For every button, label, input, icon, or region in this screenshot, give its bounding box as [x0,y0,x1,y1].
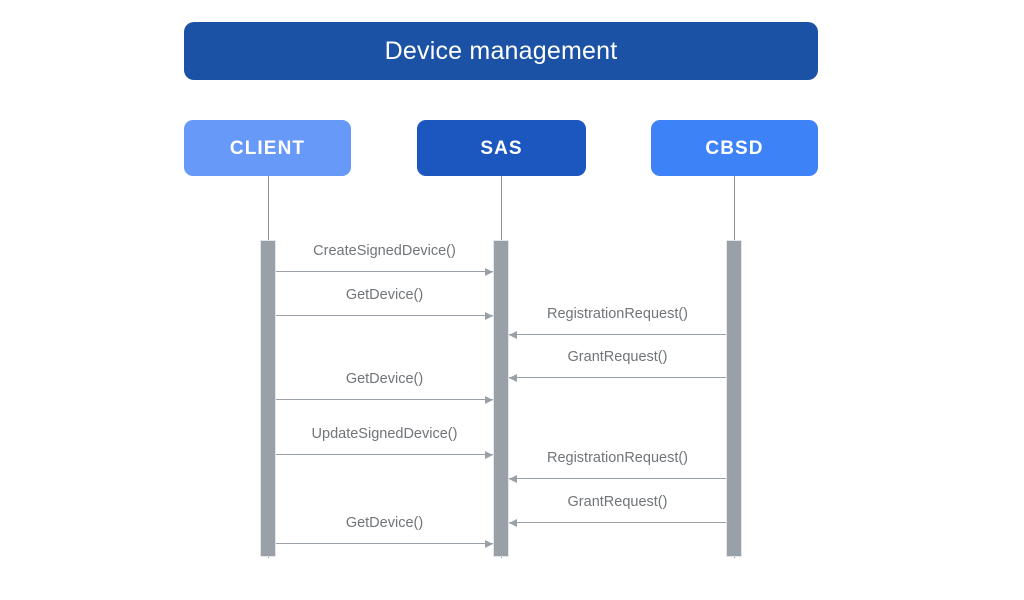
message-line [276,543,493,544]
message-label: UpdateSignedDevice() [311,425,458,442]
message-arrow[interactable]: UpdateSignedDevice() [276,419,493,459]
message-line [276,399,493,400]
arrowhead-left-icon [509,519,517,527]
message-line [509,478,726,479]
participant-client-label: CLIENT [229,137,306,159]
participant-sas[interactable]: SAS [417,120,586,176]
message-arrow[interactable]: CreateSignedDevice() [276,236,493,276]
activation-bar-client [260,240,276,557]
message-arrow[interactable]: RegistrationRequest() [509,443,726,483]
message-label: RegistrationRequest() [546,305,689,322]
message-arrow[interactable]: GrantRequest() [509,487,726,527]
participant-client[interactable]: CLIENT [184,120,351,176]
activation-bar-sas [493,240,509,557]
message-label: GetDevice() [345,286,424,303]
message-label: GetDevice() [345,370,424,387]
message-arrow[interactable]: GrantRequest() [509,342,726,382]
message-line [276,454,493,455]
message-line [276,315,493,316]
arrowhead-left-icon [509,475,517,483]
message-line [276,271,493,272]
message-label: RegistrationRequest() [546,449,689,466]
participant-cbsd[interactable]: CBSD [651,120,818,176]
message-arrow[interactable]: GetDevice() [276,280,493,320]
arrowhead-right-icon [485,312,493,320]
page-title: Device management [384,36,618,65]
message-arrow[interactable]: GetDevice() [276,364,493,404]
message-label: CreateSignedDevice() [313,242,456,259]
message-arrow[interactable]: RegistrationRequest() [509,299,726,339]
arrowhead-right-icon [485,540,493,548]
activation-bar-cbsd [726,240,742,557]
diagram-title-banner: Device management [184,22,818,80]
message-label: GetDevice() [345,514,424,531]
message-line [509,334,726,335]
arrowhead-right-icon [485,396,493,404]
message-label: GrantRequest() [567,348,668,365]
participant-sas-label: SAS [480,137,523,159]
arrowhead-left-icon [509,374,517,382]
arrowhead-right-icon [485,268,493,276]
message-arrow[interactable]: GetDevice() [276,508,493,548]
message-line [509,522,726,523]
arrowhead-left-icon [509,331,517,339]
message-line [509,377,726,378]
participant-cbsd-label: CBSD [705,137,764,159]
message-label: GrantRequest() [567,493,668,510]
arrowhead-right-icon [485,451,493,459]
